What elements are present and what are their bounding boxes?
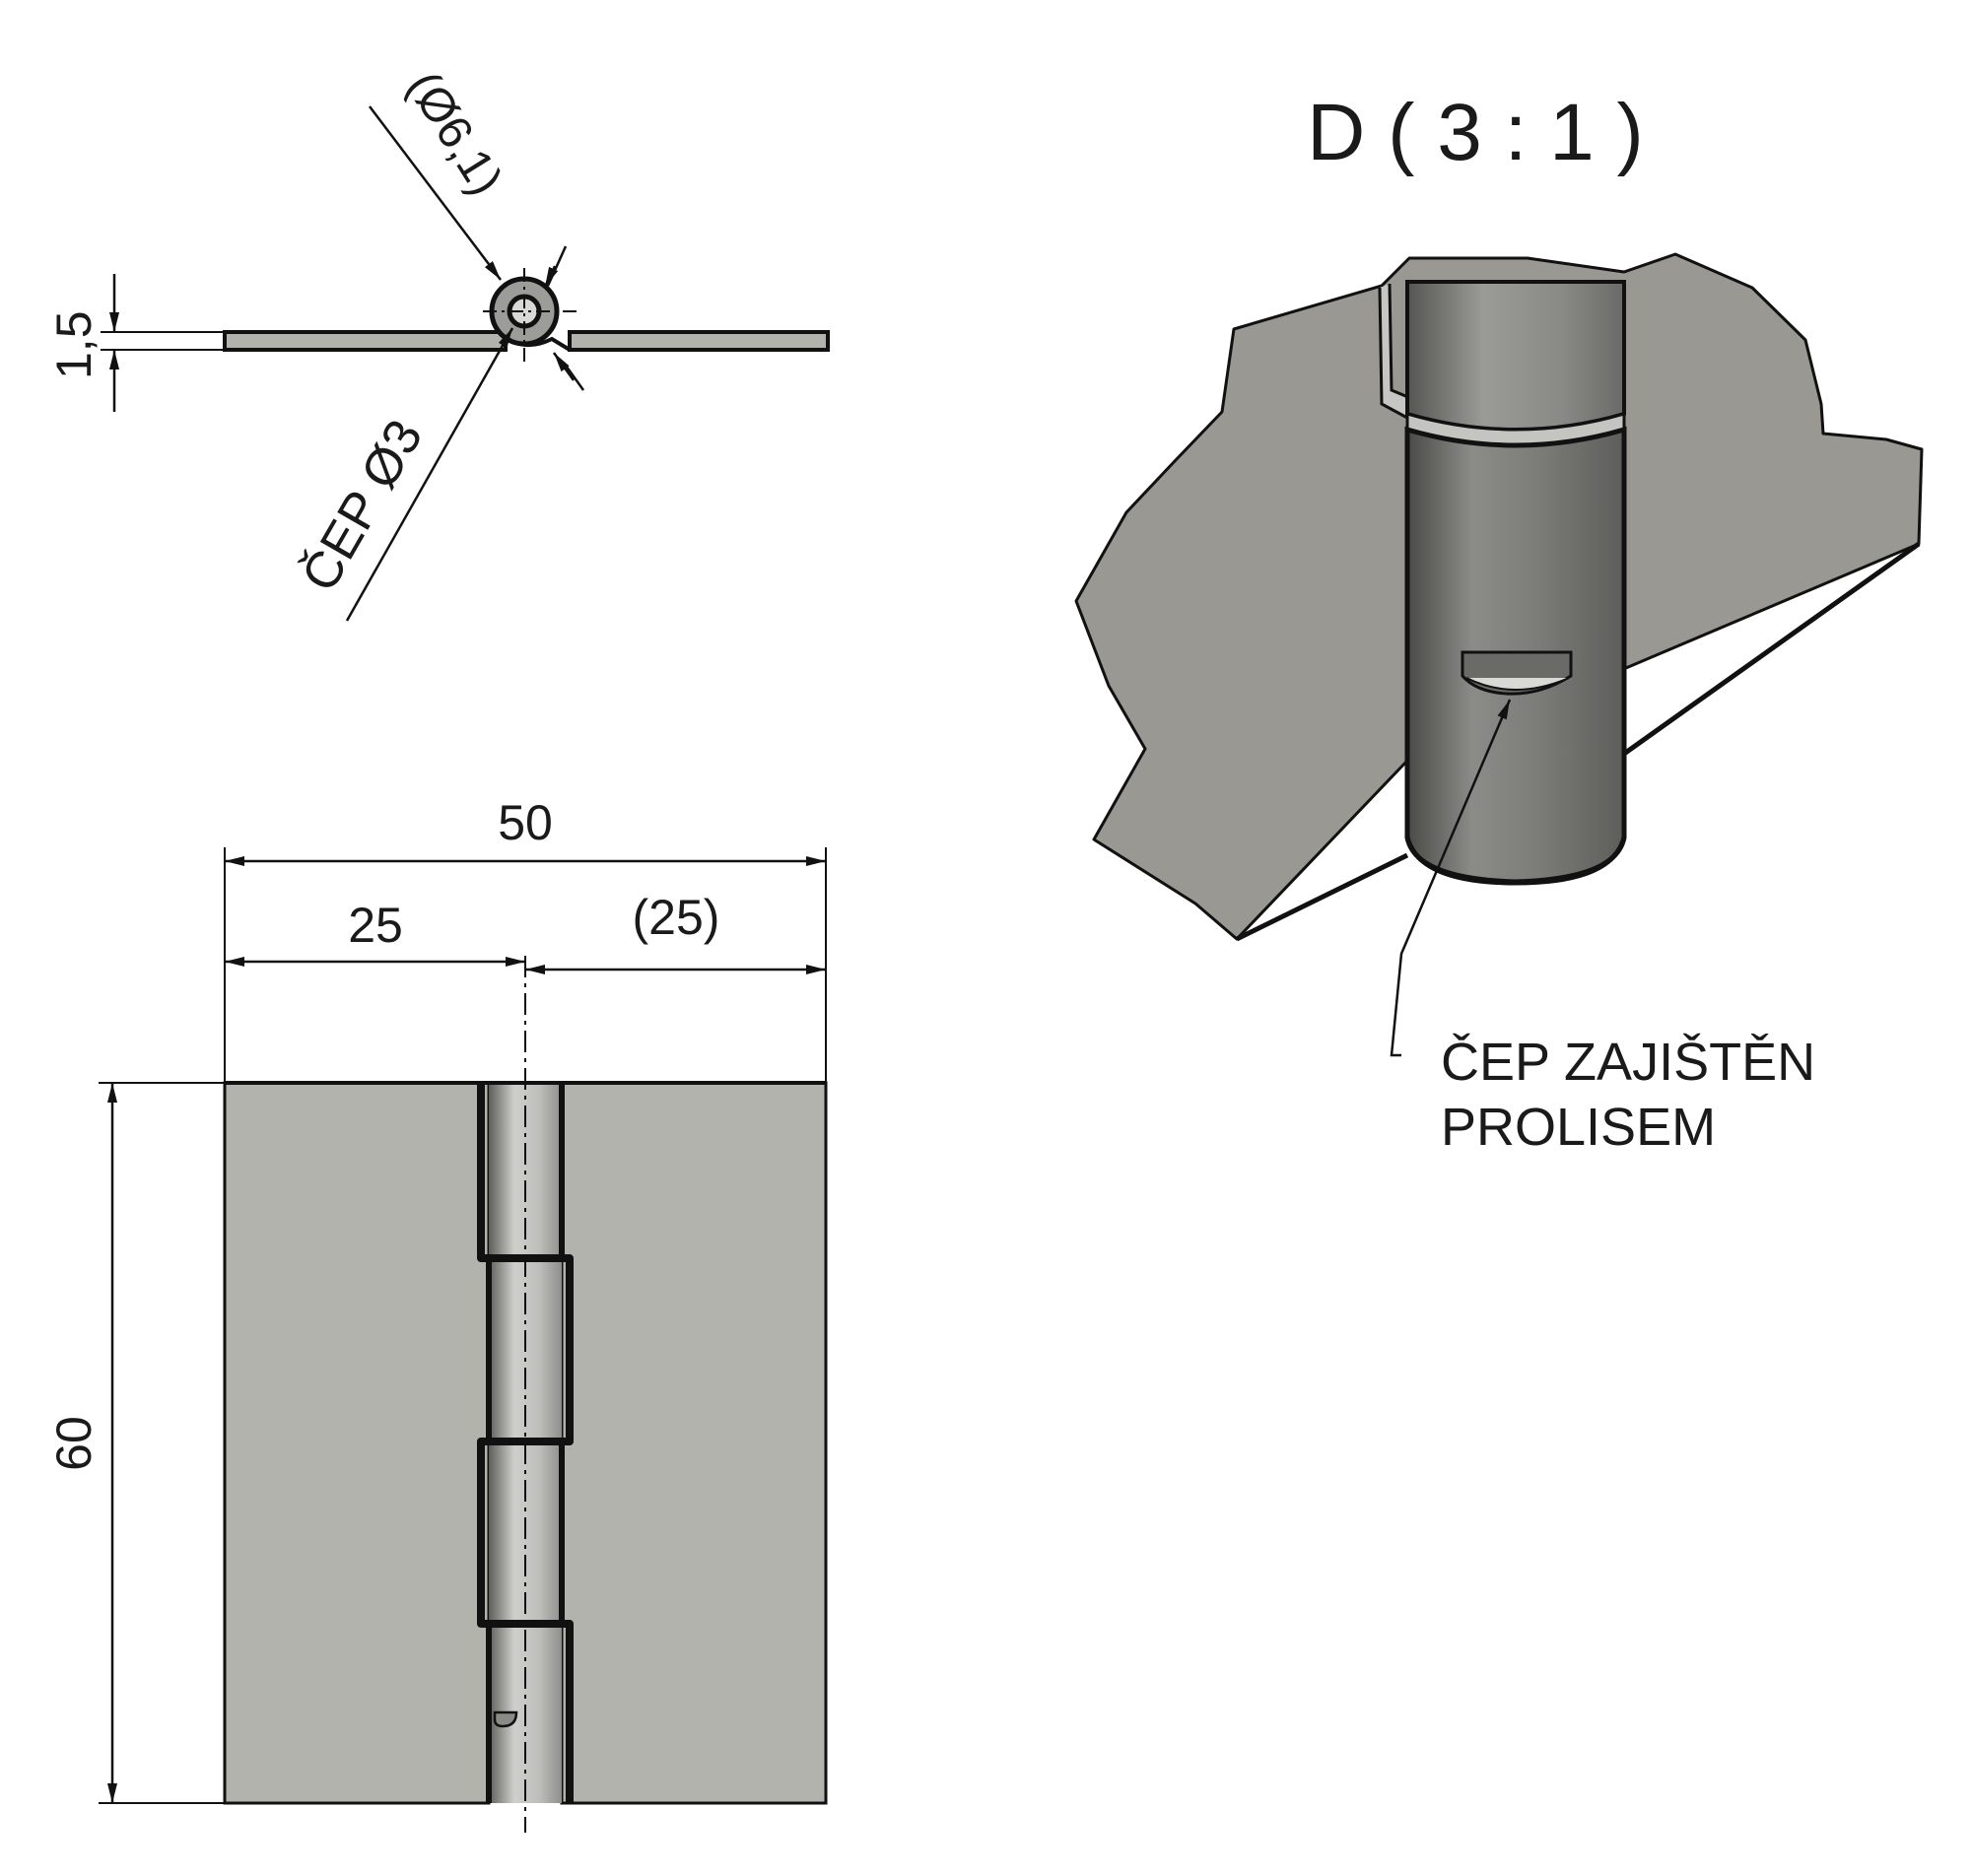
top-view: (Ø6,1) ČEP Ø3 1,5	[46, 63, 830, 622]
detail-note-line2: PROLISEM	[1441, 1098, 1716, 1157]
front-leaf-left	[223, 1081, 491, 1805]
detail-view: D ( 3 : 1 ) ČEP ZAJIŠTĚN PROLISEM	[1074, 88, 1924, 1157]
detail-upper-knuckle	[1405, 280, 1626, 432]
front-view: 50 25 (25) 60	[46, 795, 828, 1833]
overall-width-label: 50	[498, 795, 553, 850]
thickness-label: 1,5	[46, 310, 102, 379]
right-width-label: (25)	[633, 890, 720, 945]
detail-title: D ( 3 : 1 )	[1307, 88, 1644, 177]
pin-outer-diameter-label: (Ø6,1)	[397, 63, 512, 204]
pin-dimple	[493, 1710, 518, 1728]
front-leaf-right	[560, 1081, 828, 1805]
top-leaf-left	[223, 330, 508, 352]
height-label: 60	[46, 1416, 102, 1471]
detail-note-line1: ČEP ZAJIŠTĚN	[1441, 1033, 1815, 1092]
left-width-label: 25	[348, 898, 403, 953]
top-leaf-right	[568, 330, 830, 352]
